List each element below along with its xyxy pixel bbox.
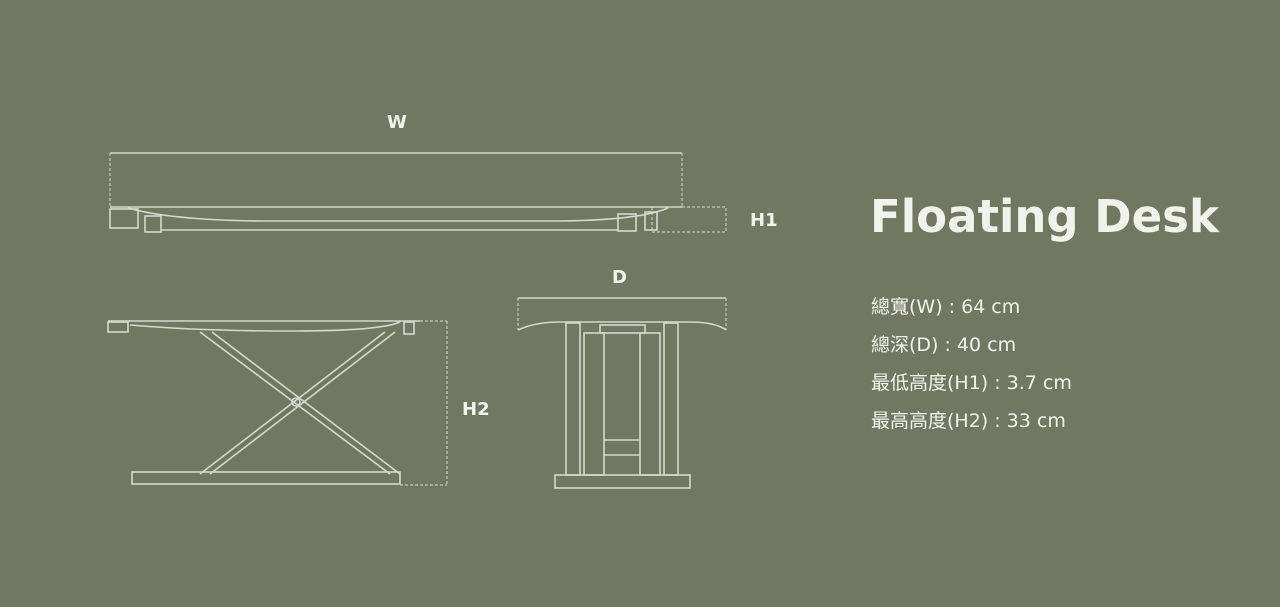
width-label: W [387,112,407,133]
spec-min-height: 最低高度(H1) : 3.7 cm [871,372,1072,394]
front-view-raised [107,320,448,486]
front-view-collapsed [109,152,727,233]
h1-label: H1 [750,210,778,231]
spec-max-height: 最高高度(H2) : 33 cm [871,410,1066,432]
depth-label: D [612,267,627,288]
spec-list: 總寬(W) : 64 cm 總深(D) : 40 cm 最低高度(H1) : 3… [871,288,1072,440]
product-title: Floating Desk [870,190,1219,243]
spec-width: 總寬(W) : 64 cm [871,296,1021,318]
side-view [517,297,727,489]
h2-label: H2 [462,399,490,420]
spec-depth: 總深(D) : 40 cm [871,334,1017,356]
